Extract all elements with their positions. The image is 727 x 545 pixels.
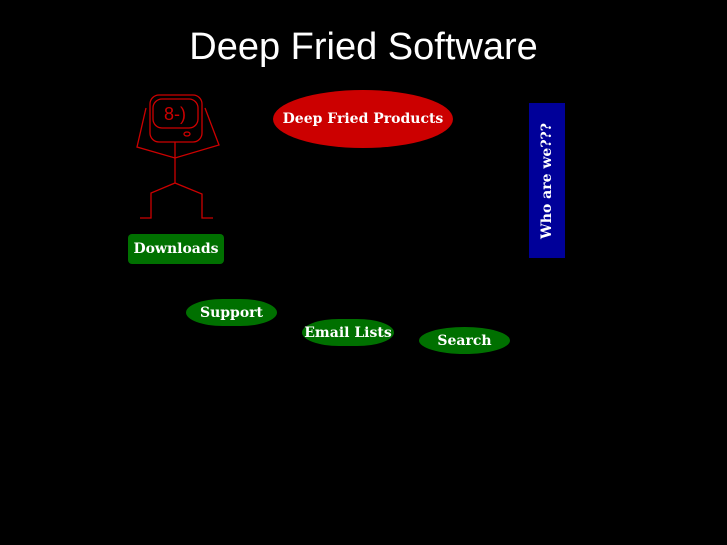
head-outline (149, 94, 203, 143)
search-label: Search (437, 332, 492, 349)
legs (140, 182, 213, 219)
support-label: Support (199, 304, 264, 321)
face-screen (152, 98, 199, 129)
downloads-button[interactable]: Downloads (128, 234, 224, 264)
who-are-we-label: Who are we??? (539, 122, 556, 239)
who-are-we-button[interactable]: Who are we??? (529, 103, 565, 258)
page-title: Deep Fried Software (189, 26, 538, 68)
head-button (183, 131, 191, 137)
email-lists-button[interactable]: Email Lists (302, 319, 394, 346)
face-text: 8-) (164, 104, 186, 124)
products-button[interactable]: Deep Fried Products (273, 90, 453, 148)
search-button[interactable]: Search (419, 327, 510, 354)
email-lists-label: Email Lists (304, 324, 392, 341)
products-label: Deep Fried Products (282, 111, 444, 127)
downloads-label: Downloads (133, 241, 219, 257)
support-button[interactable]: Support (186, 299, 277, 326)
